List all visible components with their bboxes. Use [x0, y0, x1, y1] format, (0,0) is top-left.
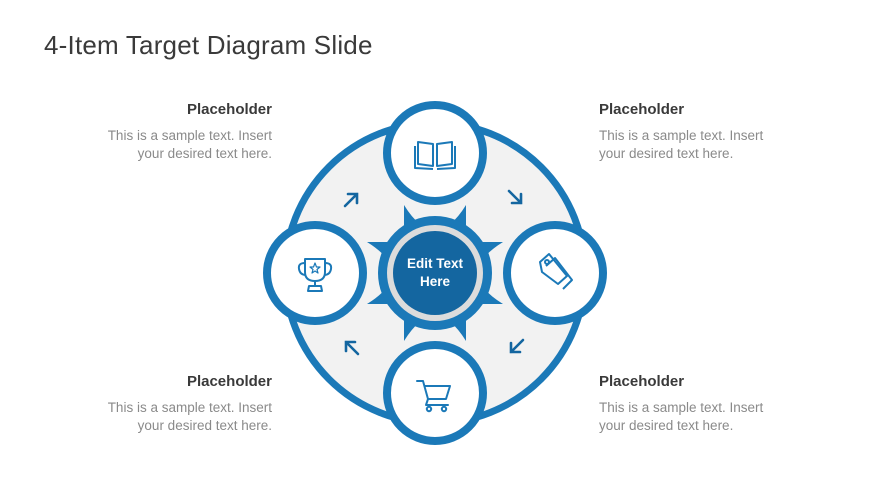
block-body: This is a sample text. Insert your desir… [599, 399, 839, 435]
arrow-down-right-icon [507, 189, 523, 205]
item-circle-bottom[interactable] [383, 341, 487, 445]
arrow-up-right-icon [343, 192, 359, 208]
trophy-icon [297, 258, 333, 292]
tag-icon [539, 253, 573, 290]
block-body: This is a sample text. Insert your desir… [32, 127, 272, 163]
block-body: This is a sample text. Insert your desir… [32, 399, 272, 435]
block-heading: Placeholder [599, 101, 685, 118]
slide-title: 4-Item Target Diagram Slide [44, 30, 373, 60]
text-block-top-right: Placeholder This is a sample text. Inser… [599, 101, 839, 163]
item-circle-right[interactable] [503, 221, 607, 325]
center-label[interactable]: Edit Text Here [390, 255, 480, 291]
text-block-bottom-left: Placeholder This is a sample text. Inser… [32, 373, 272, 435]
text-block-bottom-right: Placeholder This is a sample text. Inser… [599, 373, 839, 435]
arrow-up-left-icon [344, 340, 360, 356]
center-label-line1: Edit Text [406, 256, 463, 271]
item-circle-top[interactable] [383, 101, 487, 205]
center-circle[interactable] [393, 231, 477, 315]
block-body-line1: This is a sample text. Insert [599, 128, 764, 143]
arrow-down-left-icon [509, 338, 525, 354]
block-body-line2: your desired text here. [599, 418, 734, 433]
block-body-line1: This is a sample text. Insert [107, 128, 272, 143]
block-heading: Placeholder [599, 373, 685, 390]
book-icon [414, 141, 456, 170]
block-body-line2: your desired text here. [137, 146, 272, 161]
center-label-line2: Here [419, 274, 451, 289]
block-body-line1: This is a sample text. Insert [107, 400, 272, 415]
block-body-line2: your desired text here. [599, 146, 734, 161]
block-body-line1: This is a sample text. Insert [599, 400, 764, 415]
block-body-line2: your desired text here. [137, 418, 272, 433]
block-heading: Placeholder [186, 373, 272, 390]
block-body: This is a sample text. Insert your desir… [599, 127, 839, 163]
item-circle-left[interactable] [263, 221, 367, 325]
block-heading: Placeholder [186, 101, 272, 118]
cart-icon [416, 380, 451, 413]
text-block-top-left: Placeholder This is a sample text. Inser… [32, 101, 272, 163]
